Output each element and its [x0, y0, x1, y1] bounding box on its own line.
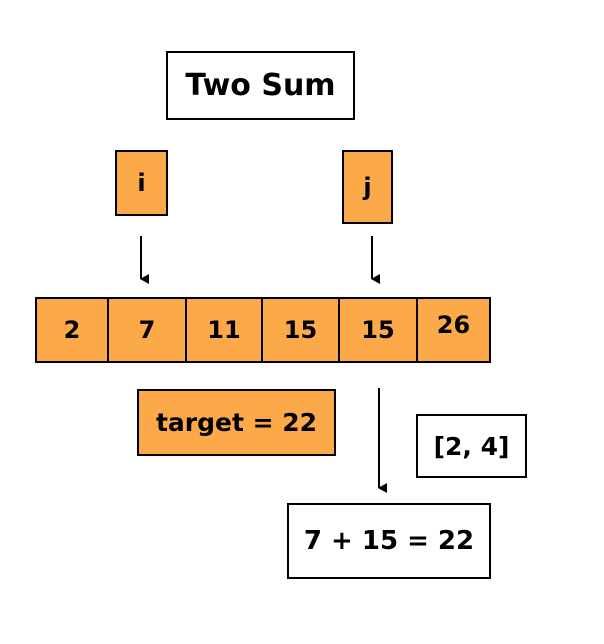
title-box: Two Sum: [166, 51, 355, 120]
sum-box: 7 + 15 = 22: [287, 503, 491, 579]
pointer-j-label: j: [363, 173, 372, 201]
pointer-i-label: i: [137, 169, 146, 197]
result-text: [2, 4]: [433, 431, 510, 461]
array-row: 2 7 11 15 15 26: [35, 297, 491, 363]
pointer-j-box: j: [342, 150, 393, 224]
array-cell-4: 15: [340, 299, 418, 361]
array-value: 11: [207, 316, 241, 344]
target-box: target = 22: [137, 389, 336, 456]
title-text: Two Sum: [185, 68, 336, 103]
target-text: target = 22: [155, 408, 318, 437]
array-cell-5: 26: [418, 299, 489, 361]
array-value: 7: [138, 316, 156, 344]
array-cell-0: 2: [37, 299, 109, 361]
array-cell-2: 11: [187, 299, 263, 361]
array-value: 15: [361, 316, 395, 344]
sum-text: 7 + 15 = 22: [303, 526, 475, 556]
result-box: [2, 4]: [416, 414, 527, 478]
array-value: 15: [283, 316, 318, 344]
array-cell-1: 7: [109, 299, 187, 361]
array-value: 26: [436, 311, 471, 339]
array-value: 2: [63, 316, 81, 344]
array-cell-3: 15: [263, 299, 340, 361]
pointer-i-box: i: [115, 150, 168, 216]
